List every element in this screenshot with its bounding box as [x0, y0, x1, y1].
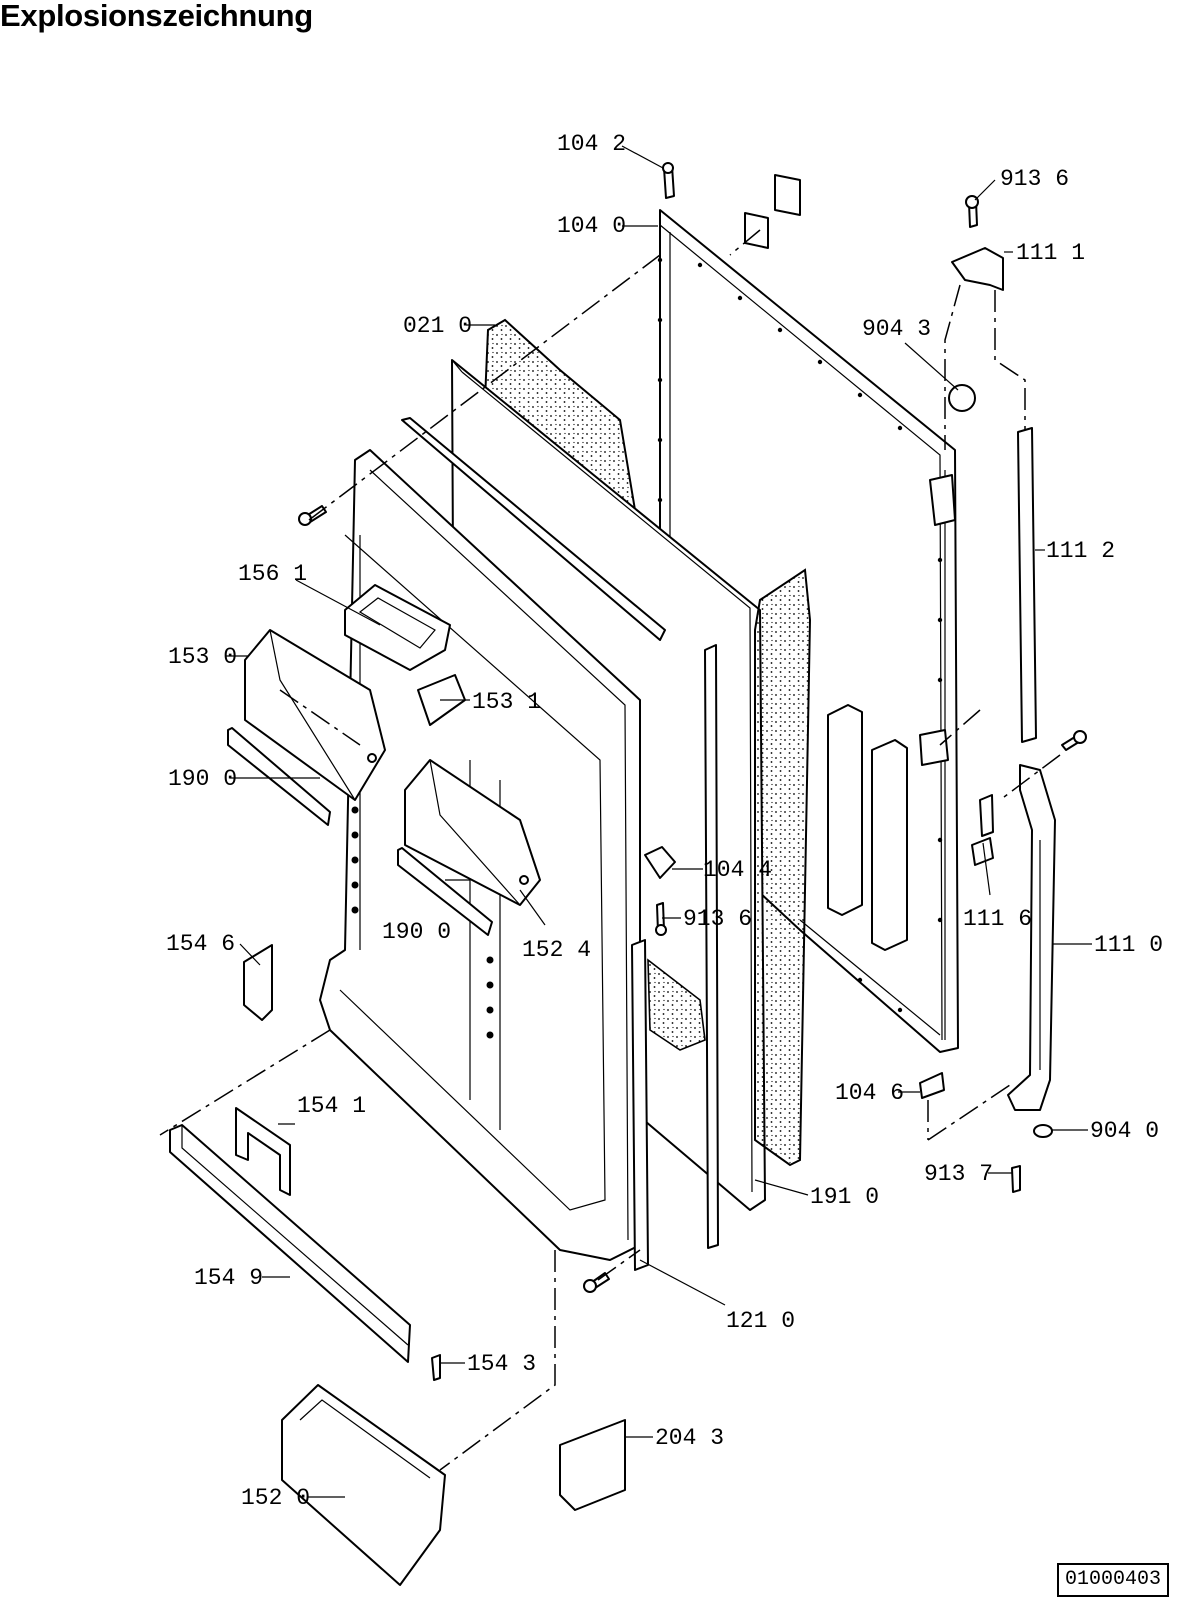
label-156-1: 156 1	[238, 561, 307, 587]
label-154-9: 154 9	[194, 1265, 263, 1291]
holder-154-1	[235, 1107, 291, 1196]
label-190-0-left: 190 0	[168, 766, 237, 792]
label-913-6-top: 913 6	[1000, 166, 1069, 192]
label-190-0-mid: 190 0	[382, 919, 451, 945]
part-labels: 104 2 104 0 913 6 111 1 021 0 904 3 111 …	[166, 131, 1163, 1511]
label-204-3: 204 3	[655, 1425, 724, 1451]
bracket-104-6	[919, 1072, 945, 1099]
shelf-rail-190-0-mid	[397, 847, 493, 936]
flap-152-4	[404, 759, 541, 906]
shelf-rail-190-0-left	[227, 727, 331, 826]
bottle-bin-152-0	[281, 1384, 446, 1586]
tray-156-1	[344, 584, 451, 671]
label-104-2: 104 2	[557, 131, 626, 157]
label-104-0: 104 0	[557, 213, 626, 239]
top-retaining-bar	[401, 417, 666, 641]
cap-904-3	[948, 384, 976, 412]
rail-strip-111-2	[1017, 427, 1037, 743]
label-913-7: 913 7	[924, 1161, 993, 1187]
label-904-3: 904 3	[862, 316, 931, 342]
label-154-1: 154 1	[297, 1093, 366, 1119]
spacer-blocks	[827, 704, 908, 951]
label-154-3: 154 3	[467, 1351, 536, 1377]
label-913-6-mid: 913 6	[683, 906, 752, 932]
label-191-0: 191 0	[810, 1184, 879, 1210]
document-number: 01000403	[1057, 1563, 1169, 1597]
label-111-1: 111 1	[1016, 240, 1085, 266]
label-152-4: 152 4	[522, 937, 591, 963]
gasket-strip	[704, 644, 719, 1249]
label-153-0: 153 0	[168, 644, 237, 670]
label-104-6: 104 6	[835, 1080, 904, 1106]
clip-154-3	[431, 1354, 441, 1381]
label-plates	[744, 174, 801, 249]
label-152-0: 152 0	[241, 1485, 310, 1511]
flap-153-0	[244, 629, 386, 801]
side-foam-strip	[754, 568, 812, 1167]
hinge-111-0	[1007, 764, 1056, 1111]
label-111-6: 111 6	[963, 906, 1032, 932]
hinge-111-1	[951, 247, 1004, 291]
label-153-1: 153 1	[472, 689, 541, 715]
bracket-104-4	[644, 846, 676, 879]
strip-121-0	[631, 939, 649, 1271]
shelf-154-9	[169, 1124, 411, 1363]
clip-204-3	[559, 1419, 626, 1511]
label-111-2: 111 2	[1046, 538, 1115, 564]
label-121-0: 121 0	[726, 1308, 795, 1334]
label-904-0: 904 0	[1090, 1118, 1159, 1144]
label-154-6: 154 6	[166, 931, 235, 957]
clip-154-6	[243, 944, 273, 1021]
lower-foam	[647, 958, 706, 1051]
assembly-lines	[159, 229, 1061, 1471]
leader-lines	[226, 145, 1092, 1498]
page-title: Explosionszeichnung	[0, 0, 313, 33]
label-111-0: 111 0	[1094, 932, 1163, 958]
washer-904-0	[1033, 1124, 1053, 1138]
plate-111-6	[971, 837, 994, 866]
label-021-0: 021 0	[403, 313, 472, 339]
label-104-4: 104 4	[703, 857, 772, 883]
